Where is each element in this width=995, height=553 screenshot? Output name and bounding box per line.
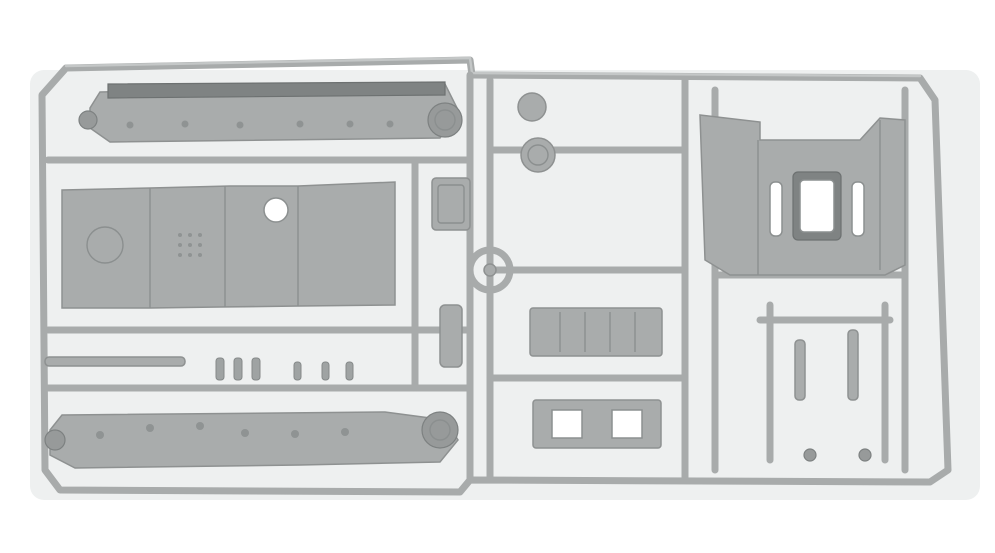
axle-rods — [44, 356, 354, 381]
frame-part — [532, 399, 662, 449]
hull-side-part-bottom — [44, 411, 459, 469]
small-bracket-part — [439, 304, 463, 368]
round-hatches — [517, 92, 556, 173]
engine-deck-part — [529, 307, 663, 357]
hull-upper-box — [699, 114, 906, 276]
hull-side-part-top — [78, 81, 463, 143]
center-sprue-gate — [483, 263, 497, 277]
small-parts-cluster — [794, 329, 872, 462]
hull-floor-plate — [61, 181, 396, 309]
small-hatch-part — [431, 177, 471, 231]
